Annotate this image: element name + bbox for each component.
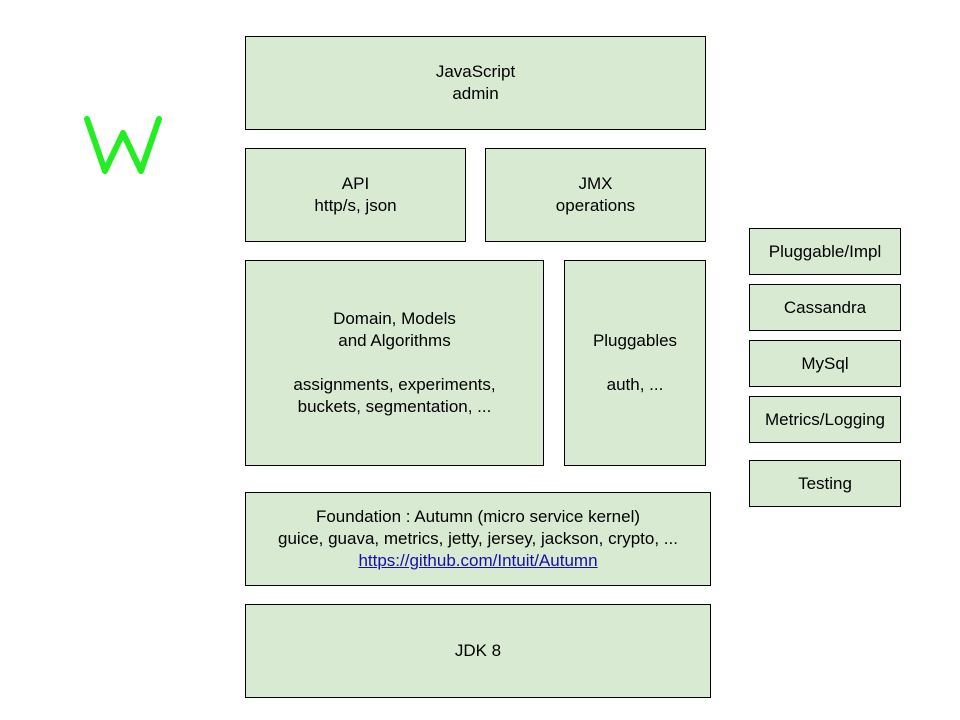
jdk-title: JDK 8 [454,641,502,660]
side-module-label: Pluggable/Impl [768,241,882,261]
w-logo-icon [84,116,162,174]
pluggables-detail: auth, ... [606,375,664,394]
domain-detail-line1: assignments, experiments, [293,375,496,394]
jdk-box: JDK 8 [245,604,711,698]
pluggables-box: Pluggables auth, ... [564,260,706,466]
javascript-admin-box: JavaScript admin [245,36,706,130]
side-module-cassandra: Cassandra [749,284,901,331]
side-module-label: Cassandra [783,297,867,317]
jmx-title: JMX [578,174,613,193]
foundation-title: Foundation : Autumn (micro service kerne… [315,507,641,526]
javascript-title: JavaScript [435,62,516,81]
side-module-testing: Testing [749,460,901,507]
side-module-label: Metrics/Logging [764,409,885,429]
api-title: API [341,174,370,193]
api-subtitle: http/s, json [314,196,397,215]
autumn-github-link[interactable]: https://github.com/Intuit/Autumn [358,551,598,570]
domain-models-box: Domain, Models and Algorithms assignment… [245,260,544,466]
jmx-box: JMX operations [485,148,706,242]
side-module-label: Testing [798,473,852,493]
domain-title-line1: Domain, Models [333,309,456,328]
side-module-mysql: MySql [749,340,901,387]
side-module-label: MySql [801,353,849,373]
jmx-subtitle: operations [555,196,636,215]
pluggables-title: Pluggables [592,331,678,350]
side-module-metrics-logging: Metrics/Logging [749,396,901,443]
w-logo [80,100,170,190]
side-module-pluggable-impl: Pluggable/Impl [749,228,901,275]
foundation-box: Foundation : Autumn (micro service kerne… [245,492,711,586]
domain-title-line2: and Algorithms [338,331,451,350]
domain-detail-line2: buckets, segmentation, ... [297,397,492,416]
javascript-subtitle: admin [452,84,499,103]
foundation-libraries: guice, guava, metrics, jetty, jersey, ja… [278,529,678,548]
api-box: API http/s, json [245,148,466,242]
